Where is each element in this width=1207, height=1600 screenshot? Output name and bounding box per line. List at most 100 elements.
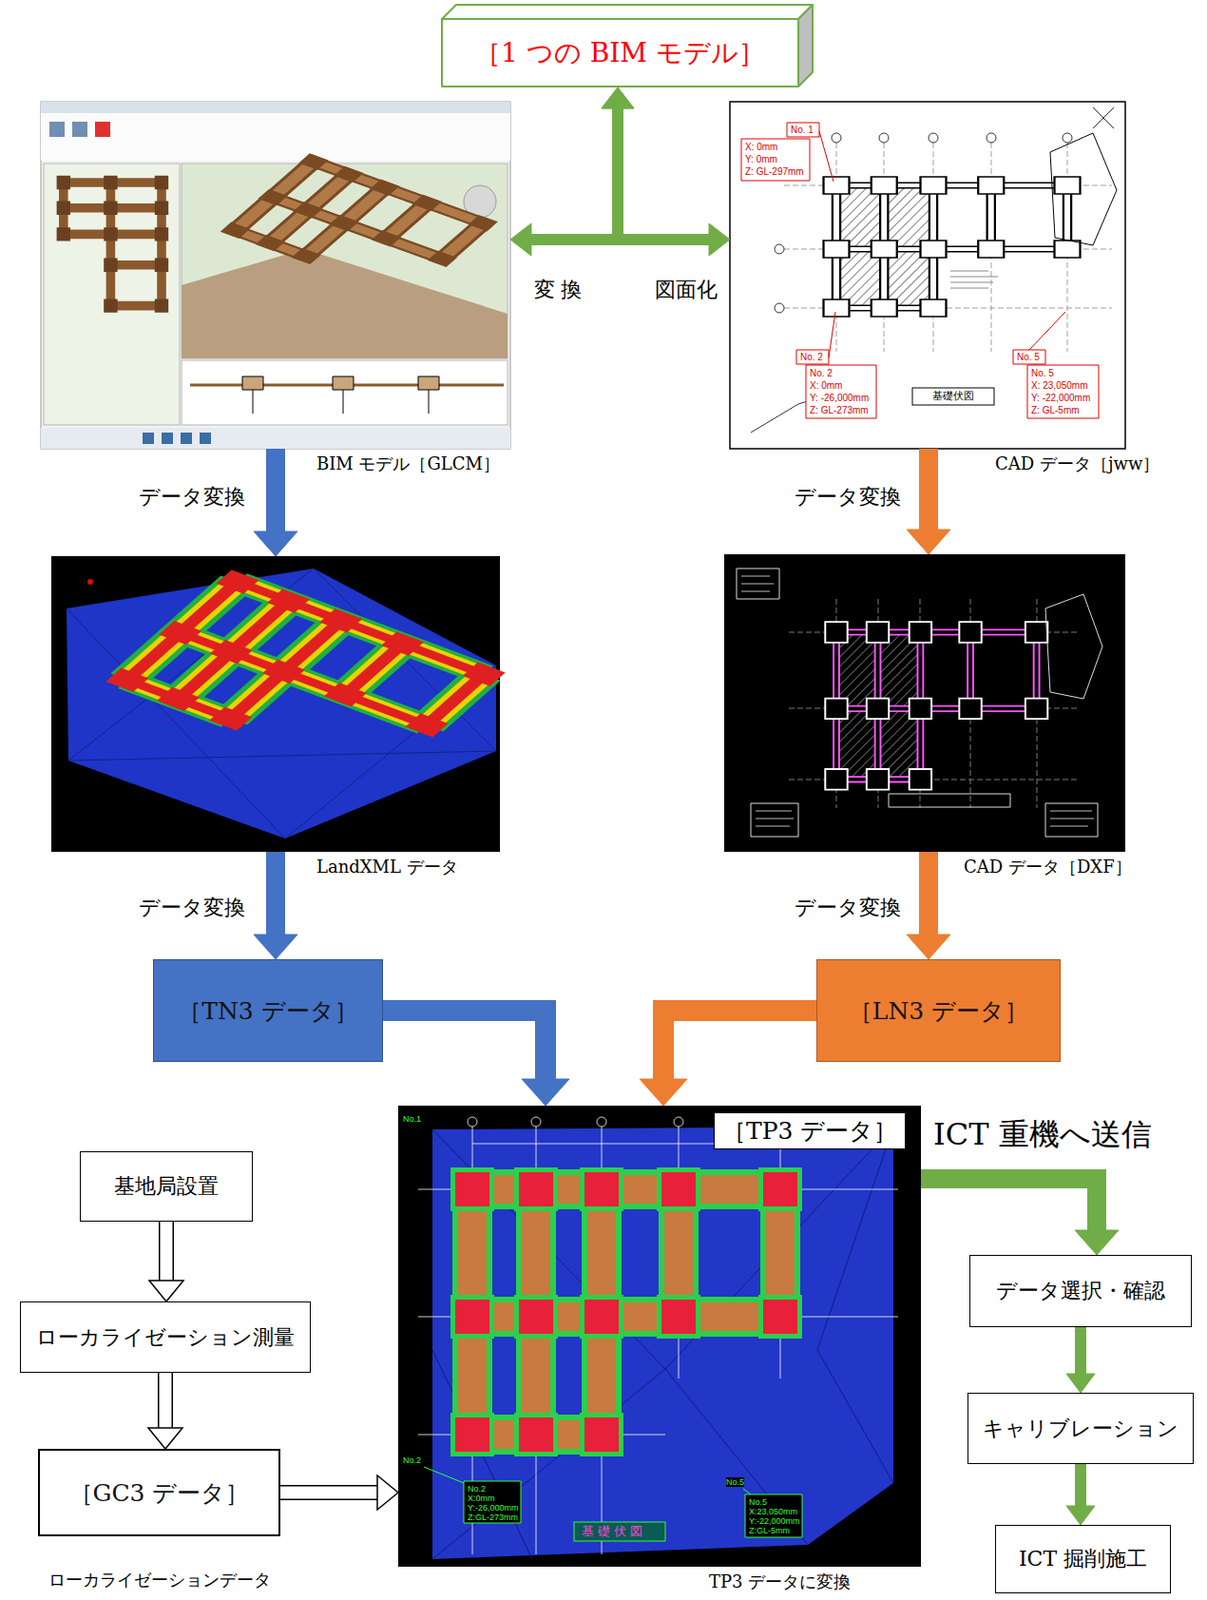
callout-number: No. 2 [800,351,824,364]
callout-number: No. 5 [1016,351,1040,364]
arrow-shaft [383,1010,546,1080]
coordinate-text: X: 0mm [809,380,843,392]
arrow-head [377,1475,399,1510]
arrow-shaft [158,1221,174,1281]
image-title: ［TP3 データ］ [713,1111,906,1150]
image-caption: CAD データ［DXF］ [963,855,1132,879]
box-label: データ選択・確認 [996,1276,1166,1305]
callout-number: No.5 [726,1476,745,1487]
arrow-head [639,1078,688,1106]
coordinate-text: Y: -22,000mm [1031,392,1091,404]
footing-pit [455,1171,798,1452]
footing-pit [455,1171,798,1452]
arrow-head [1066,1505,1095,1525]
arrow-connector [601,87,730,256]
arrow-shaft [160,1221,173,1281]
footing-symbols [824,621,1048,789]
drawing-title: 基礎伏図 [932,389,975,403]
box-front-face [441,19,799,87]
grid-marker [774,133,1073,313]
taskbar [40,427,511,449]
arrow-head [253,934,298,959]
data-box: ［LN3 データ］ [816,958,1061,1062]
arrow-head [1074,1229,1119,1255]
excavation-slope [127,581,484,772]
image-caption: BIM モデル［GLCM］ [316,452,500,476]
footing-model [220,153,499,300]
callout-box [741,122,1099,419]
coordinate-text: Y:-26,000mm [467,1502,519,1513]
coordinate-text: Z: GL-273mm [809,404,869,417]
box-label: キャリブレーション [982,1414,1179,1443]
note-lines [950,270,998,288]
box-side-face [798,4,813,87]
footing-pit [105,569,505,785]
ribbon [40,113,511,161]
edge-label: ICT 重機へ送信 [933,1113,1152,1156]
title-box [912,387,995,405]
section-pile [252,389,429,414]
edge-label: データ変換 [138,482,246,512]
footing-symbols [823,176,1081,317]
arrow-connector [1066,1326,1095,1393]
callout-number: No.5 [748,1496,767,1507]
drawing-title: 基 礎 伏 図 [581,1523,643,1538]
box-label: 基地局設置 [114,1171,219,1201]
coordinate-text: Y: -26,000mm [809,392,869,404]
edge-label: 図面化 [654,275,718,305]
arrow-shaft [617,107,710,240]
arrow-shaft [266,448,286,533]
model-view [181,163,508,359]
callout-number: No.2 [467,1483,486,1494]
tin-mesh [432,1126,894,1559]
box-label: ICT 掘削施工 [1018,1544,1148,1573]
arrow-connector [148,1372,183,1449]
coordinate-text: Z: GL-297mm [745,166,805,178]
bim-screenshot: BIM モデル［GLCM］ [40,101,511,449]
outline [1045,593,1103,699]
arrow-connector [639,1010,817,1106]
foundation-model [234,161,483,292]
foundation-plan [63,182,162,307]
arrow-connector [1066,1463,1095,1525]
foundation-model [234,161,483,292]
ribbon-icon [49,121,88,137]
footing-symbols [57,175,170,313]
process-box: ローカライゼーション測量 [19,1301,311,1373]
data-box: ［GC3 データ］ローカライゼーションデータ [38,1448,281,1536]
grid-line [418,1126,899,1554]
image-caption: LandXML データ [316,855,459,879]
taskbar-icon [142,432,211,444]
box-label: ［GC3 データ］ [69,1476,250,1509]
coordinate-text: Z:GL-5mm [748,1525,790,1535]
callout-number: No. 5 [1031,367,1054,380]
arrow-head [253,531,298,556]
process-box: データ選択・確認 [969,1254,1192,1327]
section-panel [181,360,508,425]
arrow-head [148,1427,183,1449]
arrow-head [510,223,532,256]
image-caption: CAD データ［jww］ [995,452,1160,476]
coordinate-text: X: 23,050mm [1031,380,1088,392]
image-caption: TP3 データに変換 [708,1570,851,1593]
screen-frame [724,554,1126,852]
arrow-connector [906,448,951,555]
arrow-shaft [159,1372,173,1428]
leader-line [819,131,1066,358]
arrow-head [521,1078,570,1106]
arrow-head [708,223,730,256]
arrow-head [1066,1373,1095,1393]
box-label: ［LN3 データ］ [848,995,1029,1027]
coordinate-text: X:23,050mm [748,1506,798,1516]
excavation-slope [127,581,484,772]
arrow-shaft [663,1010,817,1080]
arrow-shaft [280,1484,378,1500]
box-label: ［TN3 データ］ [177,995,358,1027]
arrow-shaft [280,1486,378,1499]
box-label: ［1 つの BIM モデル］ [474,35,766,72]
note-lines [741,575,1094,826]
grid-line [788,598,1079,808]
arrow-shaft [919,851,939,936]
callout-number: No.2 [402,1455,422,1465]
